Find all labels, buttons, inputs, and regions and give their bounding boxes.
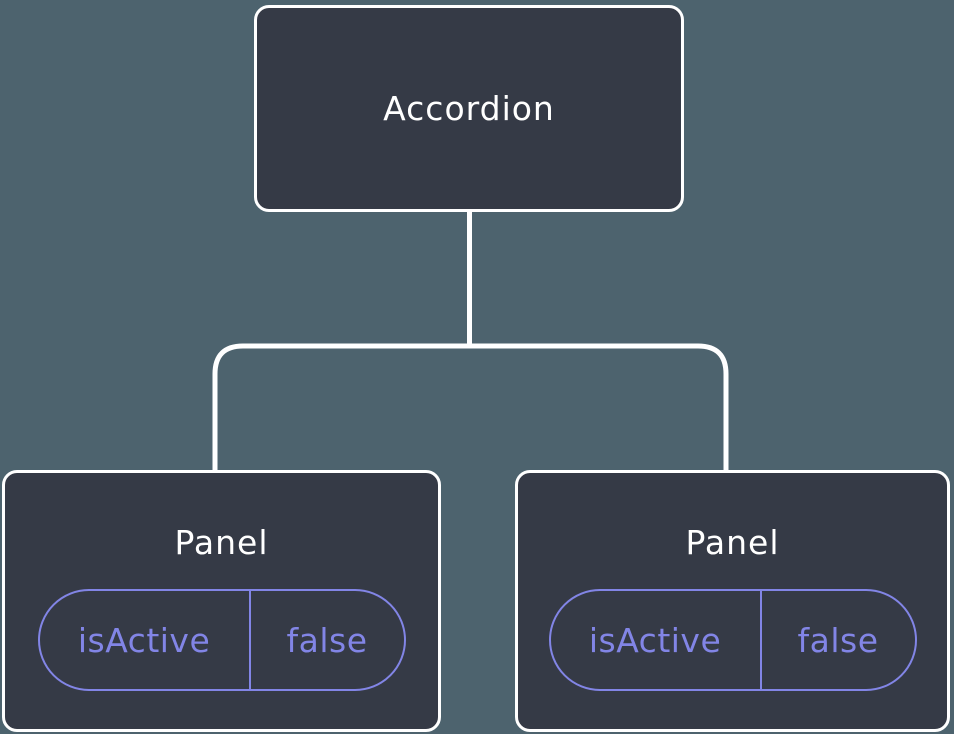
state-value-label: false: [797, 620, 879, 660]
panel-node-label: Panel: [685, 523, 780, 562]
state-name-label: isActive: [40, 591, 251, 689]
component-node-panel-left: Panel isActive false: [2, 470, 441, 732]
connector-bracket: [212, 343, 729, 470]
state-pill: isActive false: [548, 589, 917, 691]
component-node-panel-right: Panel isActive false: [515, 470, 950, 732]
panel-node-label: Panel: [174, 523, 269, 562]
component-node-accordion: Accordion: [254, 5, 684, 212]
accordion-node-label: Accordion: [383, 89, 555, 128]
state-name-label: isActive: [551, 591, 762, 689]
state-pill: isActive false: [37, 589, 406, 691]
state-value-label: false: [286, 620, 368, 660]
